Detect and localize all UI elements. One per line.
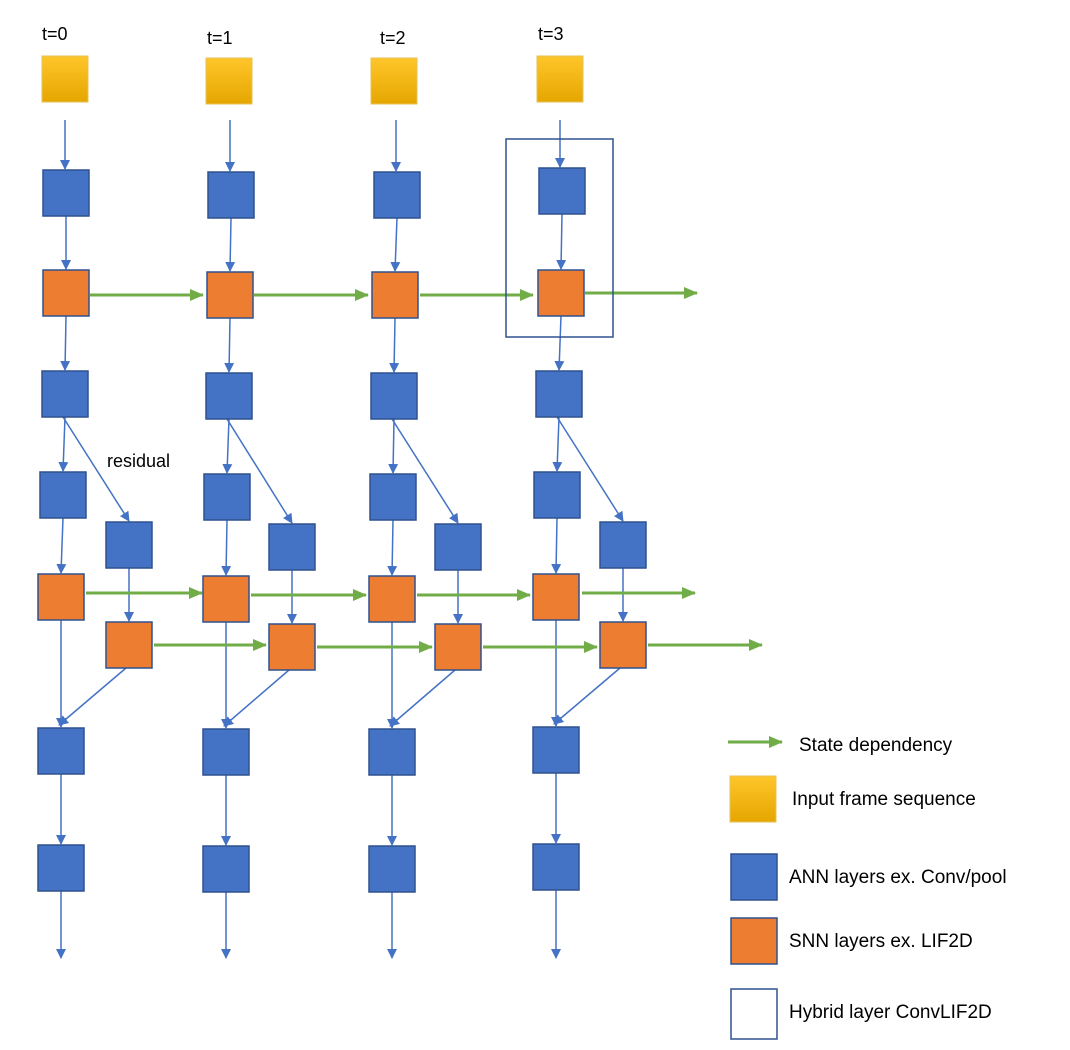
layer-connections [56, 120, 628, 959]
time-label: t=1 [207, 28, 233, 48]
snn-layer [202, 575, 250, 623]
ann-layer [207, 171, 255, 219]
residual-arrow [62, 416, 130, 522]
legend-hybrid-label: Hybrid layer ConvLIF2D [789, 1002, 992, 1023]
input-frame [205, 57, 253, 105]
ann-layer [37, 727, 85, 775]
vertical-arrow [390, 217, 401, 272]
ann-layer [205, 372, 253, 420]
legend-snn-label: SNN layers ex. LIF2D [789, 931, 973, 952]
snn-layer [268, 623, 316, 671]
ann-layer [268, 523, 316, 571]
snn-layer [42, 269, 90, 317]
ann-layer [538, 167, 586, 215]
residual-merge-arrow [58, 667, 127, 726]
ann-layer [39, 471, 87, 519]
legend-state-label: State dependency [799, 735, 953, 756]
residual-arrow [226, 418, 293, 524]
ann-layer [202, 728, 250, 776]
ann-layer [369, 473, 417, 521]
vertical-arrow [552, 416, 563, 472]
legend-input-swatch [729, 775, 777, 823]
vertical-arrow [389, 317, 400, 373]
vertical-arrow [388, 418, 399, 474]
residual-label: residual [107, 451, 170, 471]
ann-layer [599, 521, 647, 569]
ann-layer [370, 372, 418, 420]
layer-boxes [37, 55, 647, 893]
snn-layer [371, 271, 419, 319]
vertical-arrow [221, 519, 232, 576]
vertical-arrow [551, 517, 562, 574]
ann-layer [373, 171, 421, 219]
snn-layer [532, 573, 580, 621]
legend: State dependency Input frame sequence AN… [728, 735, 1007, 1040]
vertical-arrow [556, 213, 567, 270]
vertical-arrow [554, 315, 565, 371]
residual-arrow [391, 418, 459, 524]
legend-ann-swatch [730, 853, 778, 901]
time-label: t=2 [380, 28, 406, 48]
vertical-arrow [58, 416, 69, 472]
residual-merge-arrow [553, 667, 621, 725]
snn-layer [434, 623, 482, 671]
vertical-arrow [60, 315, 71, 371]
ann-layer [532, 726, 580, 774]
input-frame [536, 55, 584, 103]
vertical-arrow [56, 517, 67, 574]
vertical-arrow [387, 519, 398, 576]
residual-merge-arrow [223, 669, 290, 727]
state-dependencies [86, 287, 763, 653]
ann-layer [532, 843, 580, 891]
residual-arrow [556, 416, 624, 522]
vertical-arrow [224, 317, 235, 373]
hybrid-layer-frame [505, 138, 614, 338]
snn-layer [368, 575, 416, 623]
vertical-arrow [222, 418, 233, 474]
snn-layer [105, 621, 153, 669]
ann-layer [202, 845, 250, 893]
ann-layer [368, 728, 416, 776]
snn-layer [206, 271, 254, 319]
ann-layer [42, 169, 90, 217]
ann-layer [203, 473, 251, 521]
ann-layer [105, 521, 153, 569]
ann-layer [434, 523, 482, 571]
ann-layer [535, 370, 583, 418]
ann-layer [533, 471, 581, 519]
input-frame [41, 55, 89, 103]
snn-layer [599, 621, 647, 669]
ann-layer [41, 370, 89, 418]
input-frame [370, 57, 418, 105]
vertical-arrow [225, 217, 236, 272]
snn-layer [37, 573, 85, 621]
time-label: t=0 [42, 24, 68, 44]
residual-merge-arrow [389, 669, 456, 727]
time-label: t=3 [538, 24, 564, 44]
legend-hybrid-swatch [730, 988, 778, 1040]
ann-layer [37, 844, 85, 892]
legend-input-label: Input frame sequence [792, 789, 976, 810]
snn-layer [537, 269, 585, 317]
legend-snn-swatch [730, 917, 778, 965]
legend-ann-label: ANN layers ex. Conv/pool [789, 867, 1007, 888]
ann-layer [368, 845, 416, 893]
